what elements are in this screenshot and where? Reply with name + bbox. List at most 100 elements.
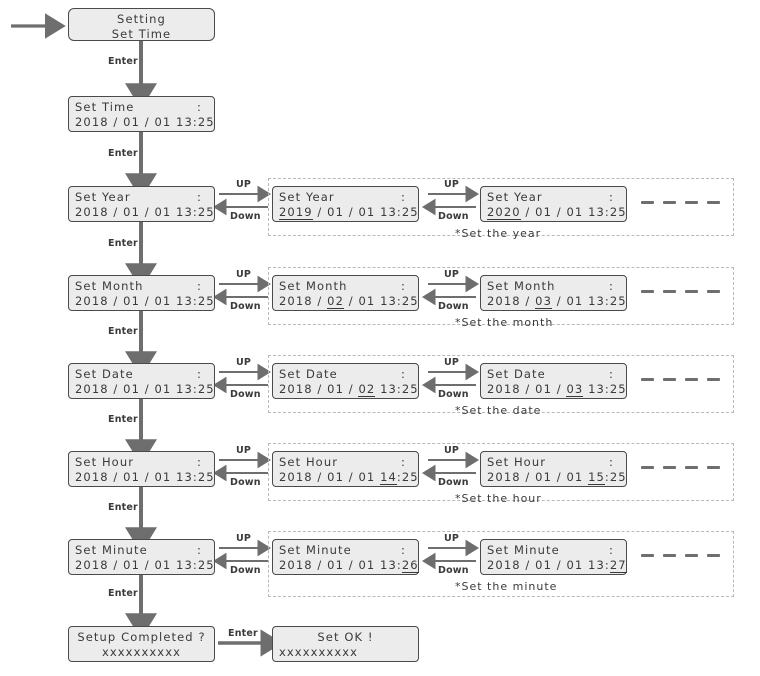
screen-title: Set Minute:: [487, 543, 614, 557]
screen-set-hour-base[interactable]: Set Hour: 2018 / 01 / 01 13:25: [68, 451, 215, 487]
note-set-minute: *Set the minute: [455, 580, 558, 593]
colon-indicator: :: [197, 543, 202, 557]
screen-set-minute-base[interactable]: Set Minute: 2018 / 01 / 01 13:25: [68, 539, 215, 575]
screen-title: Set Hour:: [75, 455, 202, 469]
screen-value: 2020 / 01 / 01 13:25: [487, 205, 627, 220]
screen-value: 2018 / 01 / 01 13:25: [75, 558, 215, 572]
up-down-arrows-minute-a: [212, 539, 272, 570]
label-enter-7: Enter: [108, 588, 138, 599]
screen-set-month-step1[interactable]: Set Month: 2018 / 02 / 01 13:25: [272, 275, 419, 311]
screen-line-1: Setup Completed ?: [77, 630, 206, 644]
label-down-year-a: Down: [230, 211, 261, 222]
screen-value: 2018 / 01 / 01 13:25: [75, 205, 215, 219]
screen-value: 2018 / 01 / 01 13:25: [75, 470, 215, 484]
label-up-year-b: UP: [444, 179, 460, 190]
colon-indicator: :: [197, 100, 202, 114]
screen-title: Set Date:: [487, 367, 614, 381]
screen-set-ok[interactable]: Set OK ! xxxxxxxxxx: [272, 626, 419, 662]
screen-setting-header[interactable]: Setting Set Time: [68, 8, 215, 41]
screen-set-date-step2[interactable]: Set Date: 2018 / 01 / 03 13:25: [480, 363, 627, 399]
continuation-dashes-minute: [641, 554, 720, 558]
screen-value: 2018 / 01 / 01 13:25: [75, 294, 215, 308]
header-line-1: Setting: [117, 12, 166, 26]
label-down-year-b: Down: [438, 211, 469, 222]
note-set-month: *Set the month: [455, 316, 554, 329]
screen-value: 2018 / 01 / 01 13:27: [487, 558, 627, 573]
screen-title: Set Month:: [75, 279, 202, 293]
colon-indicator: :: [401, 455, 406, 469]
colon-indicator: :: [401, 190, 406, 204]
colon-indicator: :: [609, 367, 614, 381]
screen-set-month-base[interactable]: Set Month: 2018 / 01 / 01 13:25: [68, 275, 215, 311]
note-set-date: *Set the date: [455, 404, 542, 417]
screen-line-1: Set OK !: [317, 630, 374, 644]
screen-set-year-base[interactable]: Set Year: 2018 / 01 / 01 13:25: [68, 186, 215, 222]
active-field: 27: [609, 558, 627, 573]
colon-indicator: :: [609, 190, 614, 204]
label-enter-6: Enter: [108, 502, 138, 513]
active-field: 15: [588, 470, 605, 485]
screen-value: 2018 / 01 / 01 14:25: [279, 470, 419, 485]
label-up-minute-a: UP: [236, 533, 252, 544]
label-enter-3: Enter: [108, 238, 138, 249]
screen-set-time[interactable]: Set Time: 2018 / 01 / 01 13:25: [68, 96, 215, 132]
screen-value: 2018 / 01 / 03 13:25: [487, 382, 627, 397]
screen-set-date-base[interactable]: Set Date: 2018 / 01 / 01 13:25: [68, 363, 215, 399]
up-down-arrows-year-a: [212, 185, 272, 216]
colon-indicator: :: [609, 543, 614, 557]
continuation-dashes-hour: [641, 466, 720, 470]
continuation-dashes-date: [641, 378, 720, 382]
label-enter-1: Enter: [108, 56, 138, 67]
label-up-hour-a: UP: [236, 445, 252, 456]
label-down-date-b: Down: [438, 389, 469, 400]
screen-title: Set Date:: [75, 367, 202, 381]
screen-set-minute-step2[interactable]: Set Minute: 2018 / 01 / 01 13:27: [480, 539, 627, 575]
screen-title: Set Hour:: [487, 455, 614, 469]
colon-indicator: :: [197, 455, 202, 469]
up-down-arrows-date-a: [212, 363, 272, 394]
screen-title: Set Date:: [279, 367, 406, 381]
screen-title: Set Hour:: [279, 455, 406, 469]
screen-set-minute-step1[interactable]: Set Minute: 2018 / 01 / 01 13:26: [272, 539, 419, 575]
screen-value: 2018 / 01 / 01 13:25: [75, 115, 215, 129]
screen-set-hour-step1[interactable]: Set Hour: 2018 / 01 / 01 14:25: [272, 451, 419, 487]
screen-setup-completed[interactable]: Setup Completed ? xxxxxxxxxx: [68, 626, 215, 662]
label-enter-4: Enter: [108, 326, 138, 337]
label-up-month-b: UP: [444, 269, 460, 280]
screen-value: 2018 / 02 / 01 13:25: [279, 294, 419, 309]
colon-indicator: :: [197, 367, 202, 381]
screen-title: Set Minute:: [279, 543, 406, 557]
label-enter-2: Enter: [108, 148, 138, 159]
screen-title: Set Month:: [279, 279, 406, 293]
label-enter-5: Enter: [108, 414, 138, 425]
up-down-arrows-hour-a: [212, 451, 272, 482]
note-set-hour: *Set the hour: [455, 492, 542, 505]
screen-value: 2018 / 01 / 02 13:25: [279, 382, 419, 397]
screen-set-year-step1[interactable]: Set Year: 2019 / 01 / 01 13:25: [272, 186, 419, 222]
active-field: 14: [380, 470, 397, 485]
screen-set-year-step2[interactable]: Set Year: 2020 / 01 / 01 13:25: [480, 186, 627, 222]
label-up-minute-b: UP: [444, 533, 460, 544]
active-field: 03: [535, 294, 552, 309]
screen-value: 2018 / 01 / 01 13:26: [279, 558, 419, 573]
label-down-minute-b: Down: [438, 565, 469, 576]
label-down-hour-a: Down: [230, 477, 261, 488]
screen-set-month-step2[interactable]: Set Month: 2018 / 03 / 01 13:25: [480, 275, 627, 311]
screen-line-2: xxxxxxxxxx: [101, 645, 182, 659]
group-month: [268, 267, 734, 325]
active-field: 03: [566, 382, 584, 397]
screen-set-date-step1[interactable]: Set Date: 2018 / 01 / 02 13:25: [272, 363, 419, 399]
label-up-date-a: UP: [236, 357, 252, 368]
header-line-2: Set Time: [111, 27, 172, 41]
active-field: 02: [327, 294, 344, 309]
colon-indicator: :: [609, 455, 614, 469]
label-down-month-b: Down: [438, 301, 469, 312]
screen-set-hour-step2[interactable]: Set Hour: 2018 / 01 / 01 15:25: [480, 451, 627, 487]
label-up-month-a: UP: [236, 269, 252, 280]
screen-value: 2018 / 03 / 01 13:25: [487, 294, 627, 309]
screen-title: Set Time:: [75, 100, 202, 114]
colon-indicator: :: [401, 367, 406, 381]
screen-line-2: xxxxxxxxxx: [279, 645, 359, 659]
screen-value: 2018 / 01 / 01 13:25: [75, 382, 215, 396]
group-minute: [268, 531, 734, 597]
